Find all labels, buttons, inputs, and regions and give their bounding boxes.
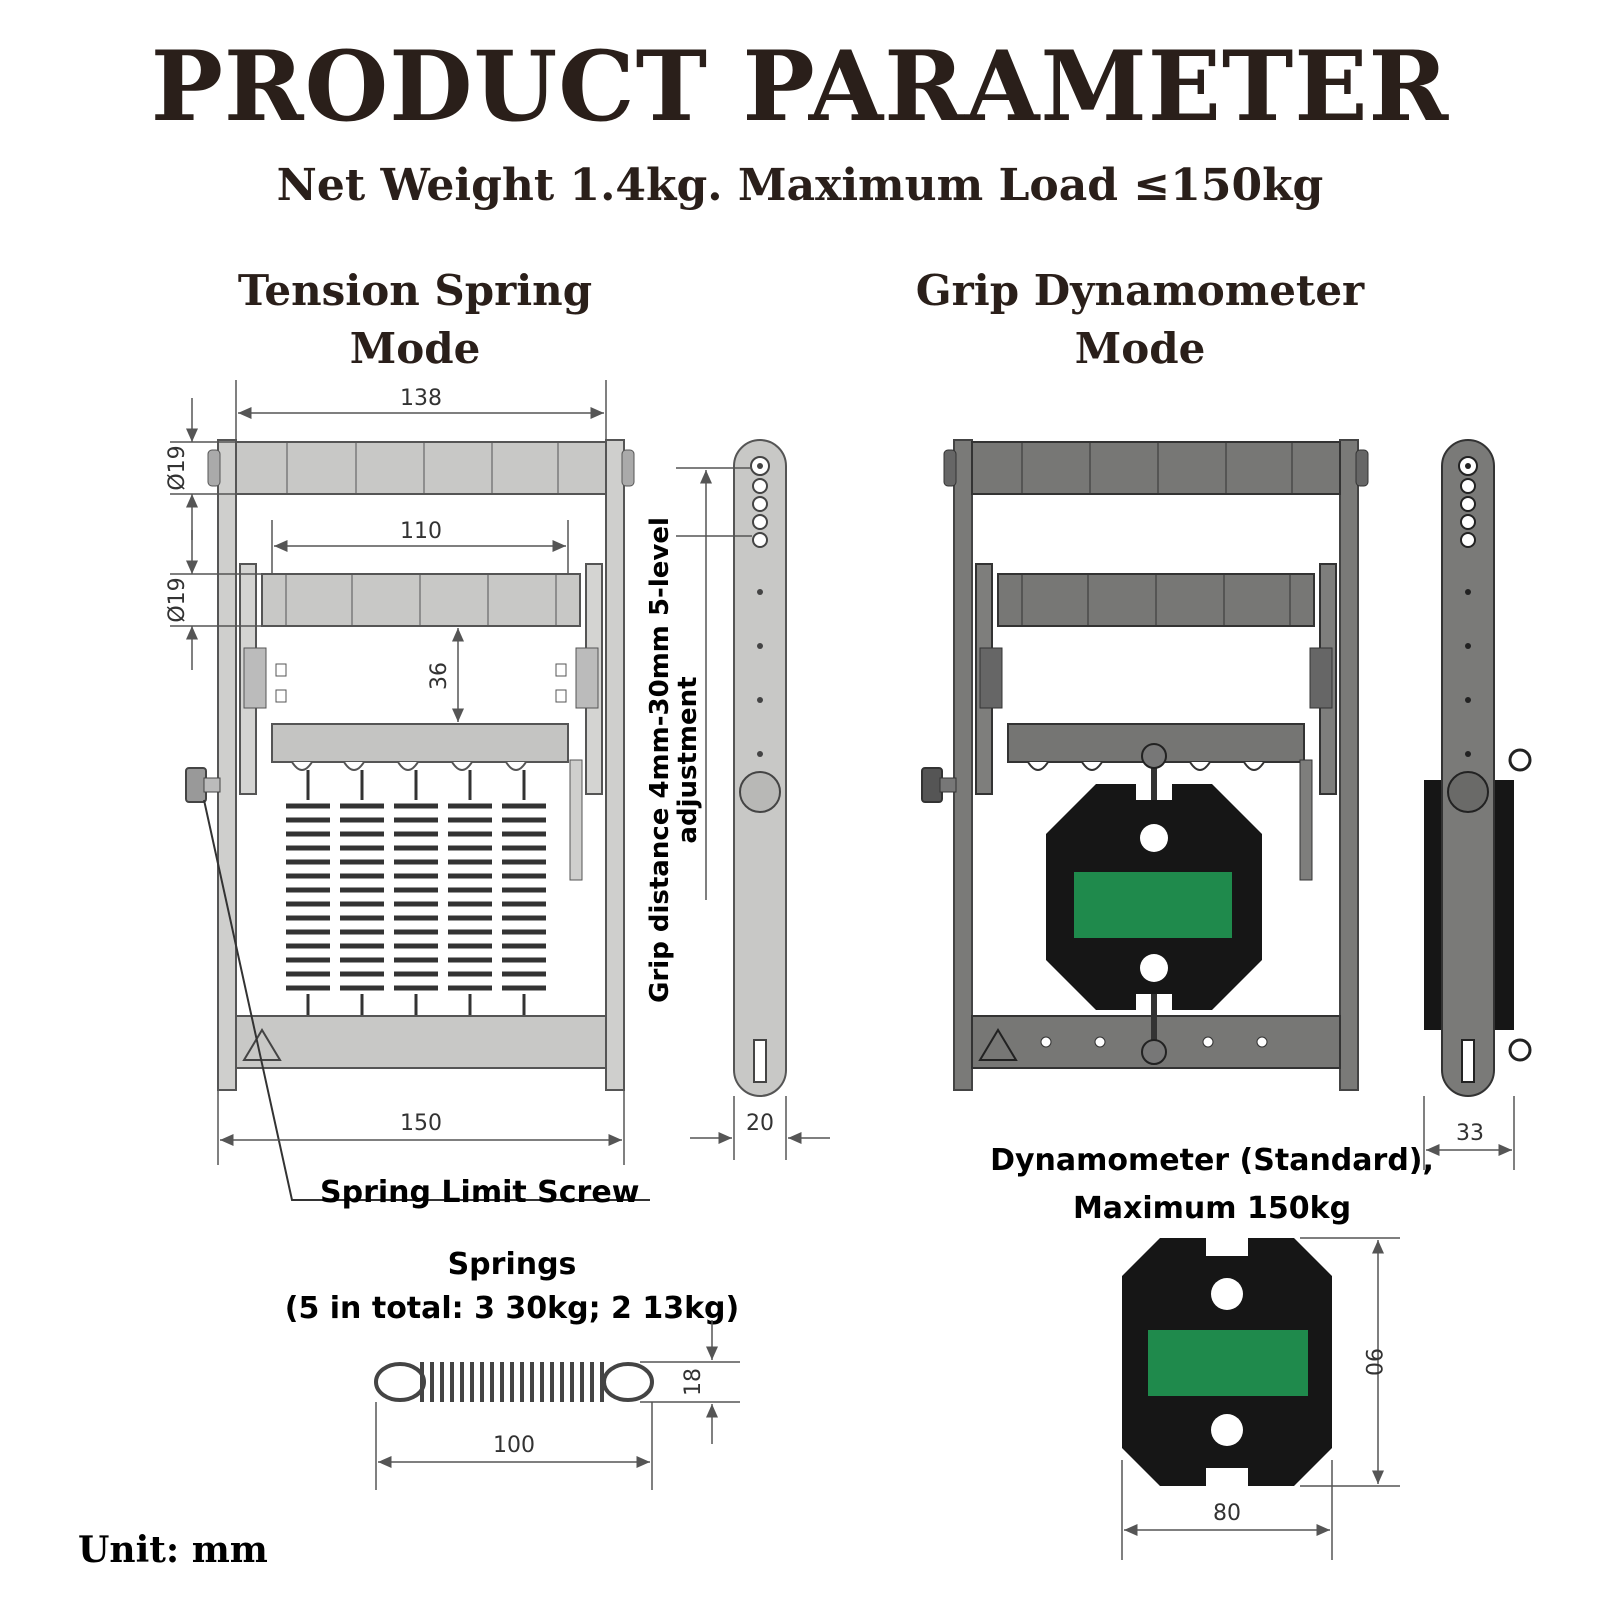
side-view-left [733, 439, 787, 1097]
springs-title: Springs [448, 1247, 577, 1282]
left-mode-line2: Mode [349, 324, 481, 373]
dim-side-width-left: 20 [746, 1111, 774, 1136]
page-subtitle: Net Weight 1.4kg. Maximum Load ≤150kg [276, 160, 1324, 211]
right-frame-plate [605, 439, 625, 1091]
inner-handle [261, 573, 581, 627]
right-mode-heading: Grip Dynamometer Mode [880, 262, 1400, 378]
dim-spring-length: 100 [493, 1433, 535, 1458]
dynamometer-detail [1122, 1238, 1332, 1486]
dim-inner-diameter: Ø19 [165, 577, 190, 622]
dim-dyn-height: 90 [1360, 1348, 1385, 1376]
tension-spring-drawing [185, 439, 650, 1201]
spring-limit-leader [203, 799, 650, 1201]
dynamometer-installed [1046, 743, 1262, 1065]
dyn-inner-handle [997, 573, 1315, 627]
left-frame-plate [217, 439, 237, 1091]
page-title: PRODUCT PARAMETER [150, 30, 1450, 143]
left-dimension-lines [170, 380, 625, 1165]
unit-label: Unit: mm [78, 1529, 268, 1571]
dim-dyn-width: 80 [1213, 1501, 1241, 1526]
side-view-right [1424, 439, 1532, 1097]
dynamometer-mode-drawing [921, 439, 1369, 1091]
dynamometer-title: Dynamometer (Standard), [990, 1143, 1434, 1178]
dim-inner-width: 110 [400, 519, 442, 544]
dim-base-width: 150 [400, 1111, 442, 1136]
dim-inner-gap: 36 [427, 662, 452, 690]
springs-detail: (5 in total: 3 30kg; 2 13kg) [285, 1291, 740, 1326]
spring-hanger-bar [271, 723, 569, 763]
spring-detail-drawing [374, 1362, 654, 1402]
dynamometer-capacity: Maximum 150kg [1073, 1191, 1351, 1226]
spring-limit-screw-label: Spring Limit Screw [320, 1175, 639, 1210]
right-mode-line2: Mode [1074, 324, 1206, 373]
springs-installed [286, 803, 546, 991]
spring-limit-screw [185, 767, 207, 803]
base-bar [235, 1015, 607, 1069]
logo-icon [978, 1028, 1018, 1061]
dyn-top-handle [971, 441, 1341, 495]
dim-side-width-right: 33 [1456, 1121, 1484, 1146]
dim-top-width: 138 [400, 386, 442, 411]
left-mode-heading: Tension Spring Mode [165, 262, 665, 378]
grip-distance-line1: Grip distance 4mm-30mm 5-level [645, 517, 675, 1003]
top-handle [235, 441, 607, 495]
display-green [1074, 872, 1232, 938]
left-mode-line1: Tension Spring [237, 266, 593, 315]
right-mode-line1: Grip Dynamometer [915, 266, 1365, 315]
dim-spring-diameter: 18 [681, 1368, 706, 1396]
grip-distance-line2: adjustment [673, 676, 703, 843]
dim-top-diameter: Ø19 [165, 445, 190, 490]
